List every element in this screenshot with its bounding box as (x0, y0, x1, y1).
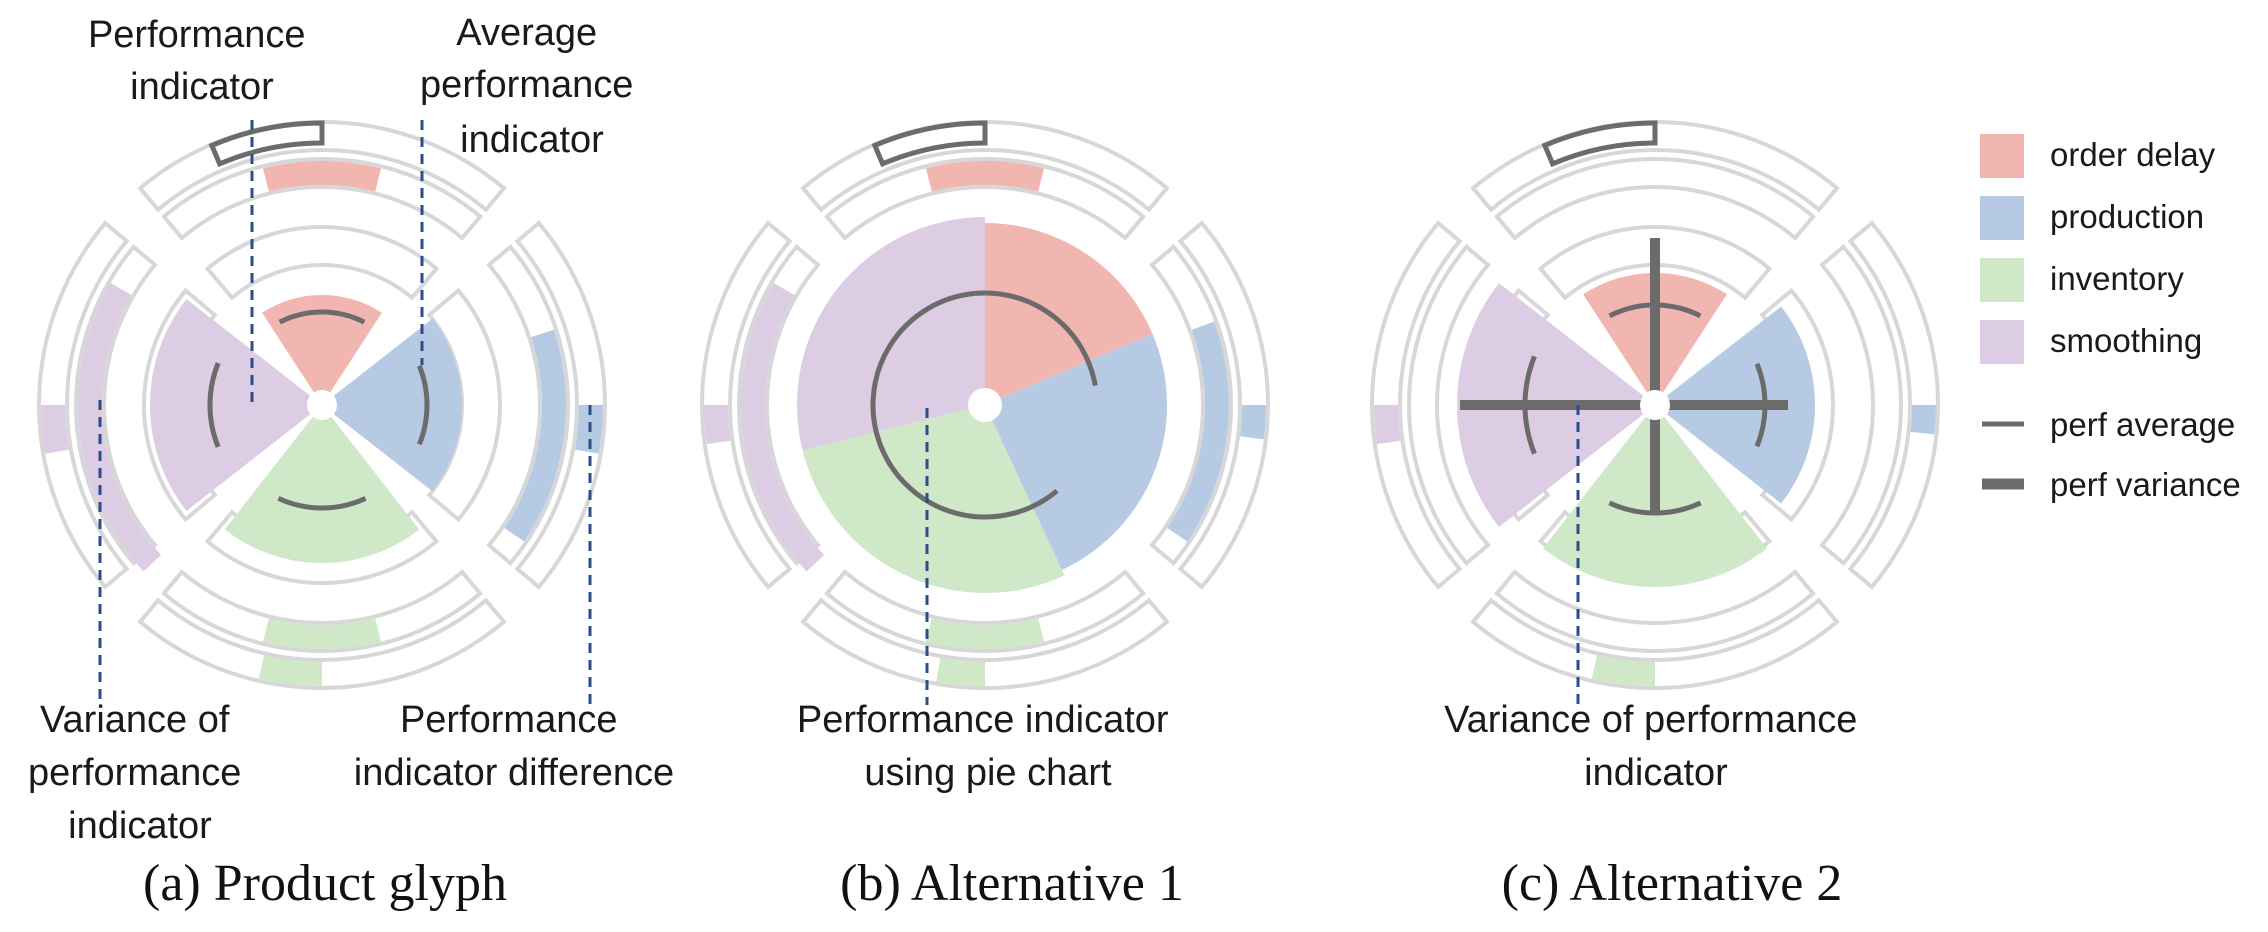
ring-frame-6 (800, 597, 1170, 690)
average-arc-production (417, 364, 430, 446)
label-difference: Performance indicator difference (354, 699, 674, 794)
ring-frame-10 (737, 244, 821, 566)
glyph-center (968, 388, 1002, 422)
difference-bar-smoothing (41, 405, 69, 454)
ring-frame-3 (1847, 220, 1940, 590)
ring-frame-1 (161, 157, 483, 241)
wedge-smoothing (150, 299, 322, 511)
highlight-bar (1541, 120, 1658, 168)
legend-label-production: production (2050, 198, 2204, 235)
average-circle-segment-1 (975, 290, 1098, 386)
ring-frame-6 (1470, 597, 1840, 690)
legend: order delay production inventory smoothi… (1980, 134, 2241, 503)
ring-frame-3 (514, 220, 607, 590)
average-arc-inventory (277, 496, 367, 511)
ring-frame-2 (204, 225, 440, 301)
legend-swatch-smoothing (1980, 320, 2024, 364)
legend-swatch-production (1980, 196, 2024, 240)
ring-frame-7 (1494, 569, 1816, 653)
variance-bar-production (504, 329, 566, 542)
legend-label-average: perf average (2050, 406, 2235, 443)
legend-swatch-order-delay (1980, 134, 2024, 178)
legend-label-order-delay: order delay (2050, 136, 2216, 173)
variance-bar-production (1167, 321, 1229, 542)
ring-frame-10 (74, 244, 158, 566)
ring-frame-1 (1494, 157, 1816, 241)
variance-bar-inventory (925, 618, 1045, 649)
ring-frame-2 (1537, 225, 1773, 301)
variance-bar-inventory (262, 618, 382, 649)
ring-frame-6 (137, 597, 507, 690)
label-performance-indicator: Performance indicator (88, 14, 316, 108)
difference-bar-smoothing (1374, 405, 1401, 445)
average-circle-segment-2 (870, 290, 1059, 520)
difference-bar-smoothing (704, 405, 731, 445)
label-variance: Variance of performance indicator (1444, 699, 1868, 794)
ring-frame-3 (1177, 220, 1270, 590)
pie-slice-inventory (802, 405, 1065, 594)
difference-bar-production (1240, 405, 1266, 440)
label-pie: Performance indicator using pie chart (797, 699, 1179, 794)
variance-bar-order-delay (262, 161, 382, 192)
glyph-a (37, 120, 607, 690)
glyph-c (1370, 120, 1940, 690)
difference-bar-production (1910, 405, 1936, 435)
pie-slice-smoothing (797, 217, 985, 451)
caption-b: (b) Alternative 1 (840, 855, 1184, 912)
average-arc-order-delay (278, 309, 366, 325)
difference-bar-inventory (936, 658, 985, 686)
ring-frame-4 (486, 244, 570, 566)
ring-frame-7 (824, 569, 1146, 653)
pie-slice-production (985, 333, 1167, 570)
ring-frame-9 (1370, 220, 1463, 590)
highlight-bar (871, 120, 988, 168)
glyph-a-frames (37, 120, 607, 690)
glyph-center (1640, 390, 1670, 420)
variance-bar-order-delay (925, 161, 1045, 192)
legend-label-inventory: inventory (2050, 260, 2184, 297)
glyph-center (307, 390, 337, 420)
label-average-indicator: Average performance indicator (420, 12, 644, 161)
glyph-b (700, 120, 1270, 690)
ring-frame-4 (1149, 244, 1233, 566)
ring-frame-9 (700, 220, 793, 590)
label-variance: Variance of performance indicator (28, 699, 252, 847)
ring-frame-4 (1819, 244, 1903, 566)
legend-swatch-inventory (1980, 258, 2024, 302)
variance-bar-smoothing (78, 283, 162, 572)
average-arc-inventory (1608, 500, 1702, 516)
highlight-bar (208, 120, 325, 168)
ring-frame-1 (824, 157, 1146, 241)
wedge-production (322, 318, 463, 492)
ring-frame-9 (37, 220, 130, 590)
difference-bar-inventory (1591, 655, 1655, 686)
legend-label-variance: perf variance (2050, 466, 2241, 503)
difference-bar-inventory (258, 655, 322, 686)
wedge-order-delay (262, 295, 382, 405)
average-arc-smoothing (207, 362, 221, 448)
wedge-inventory (224, 405, 420, 563)
variance-bar-smoothing (741, 283, 825, 572)
caption-c: (c) Alternative 2 (1502, 855, 1843, 912)
ring-frame-7 (161, 569, 483, 653)
pie-slice-order-delay (985, 223, 1153, 405)
legend-label-smoothing: smoothing (2050, 322, 2202, 359)
caption-a: (a) Product glyph (143, 855, 507, 912)
ring-frame-10 (1407, 244, 1491, 566)
